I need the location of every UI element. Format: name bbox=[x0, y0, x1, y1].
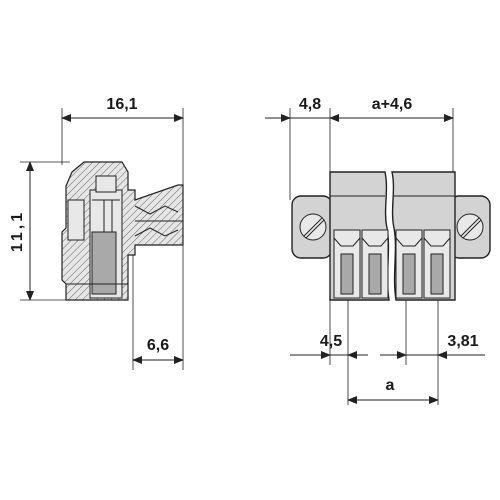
side-view: 16,1 11,1 6,6 bbox=[9, 96, 184, 370]
dim-width-label: 16,1 bbox=[106, 96, 137, 113]
front-view: 4,8 a+4,6 4,5 3,81 a bbox=[265, 96, 491, 405]
dim-span-label: a+4,6 bbox=[372, 96, 413, 113]
pin-opening bbox=[395, 229, 423, 299]
pin-opening bbox=[423, 229, 451, 299]
pin-opening bbox=[361, 229, 389, 299]
dim-pin-label: 6,6 bbox=[147, 337, 169, 354]
dim-height-label: 11,1 bbox=[9, 210, 26, 252]
dim-offset-label: 4,5 bbox=[320, 333, 342, 350]
dim-flange-label: 4,8 bbox=[299, 96, 321, 113]
dim-a-label: a bbox=[386, 377, 395, 394]
side-contact-slot bbox=[91, 231, 117, 295]
dim-pitch-label: 3,81 bbox=[447, 333, 478, 350]
pin-opening bbox=[333, 229, 361, 299]
